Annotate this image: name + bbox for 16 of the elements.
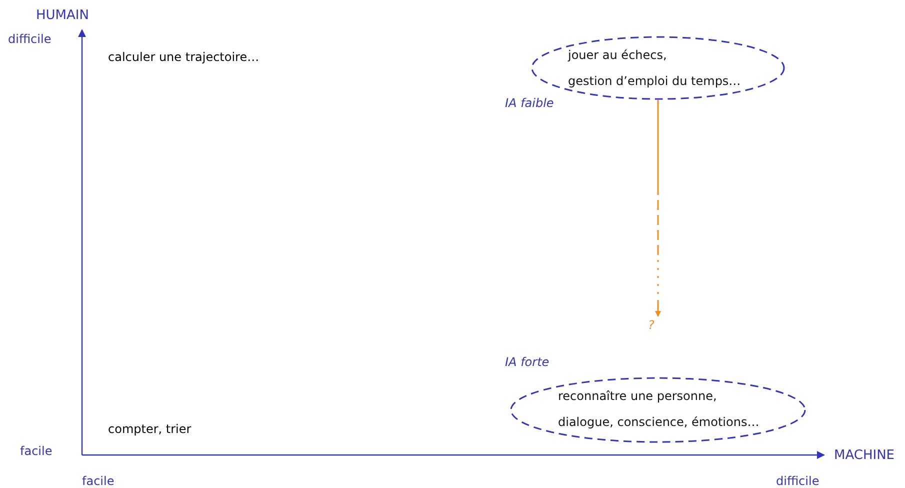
text: dialogue, conscience, émotions… — [558, 415, 760, 429]
axis-value-label: facile — [82, 474, 114, 488]
category-label: IA faible — [505, 96, 554, 110]
axis-value-label: difficile — [8, 32, 52, 46]
axis-value-label: facile — [20, 444, 52, 458]
text: jouer au échecs, — [568, 48, 667, 62]
category-label: IA forte — [505, 355, 550, 369]
arrow — [655, 100, 661, 317]
axis-value-label: difficile — [776, 474, 820, 488]
question-mark: ? — [648, 318, 654, 332]
text: compter, trier — [108, 422, 192, 436]
text: reconnaître une personne, — [558, 389, 717, 403]
axis-title: HUMAIN — [36, 8, 89, 23]
axis-title: MACHINE — [834, 448, 895, 463]
text: calculer une trajectoire… — [108, 50, 260, 64]
text: gestion d’emploi du temps… — [568, 74, 741, 88]
